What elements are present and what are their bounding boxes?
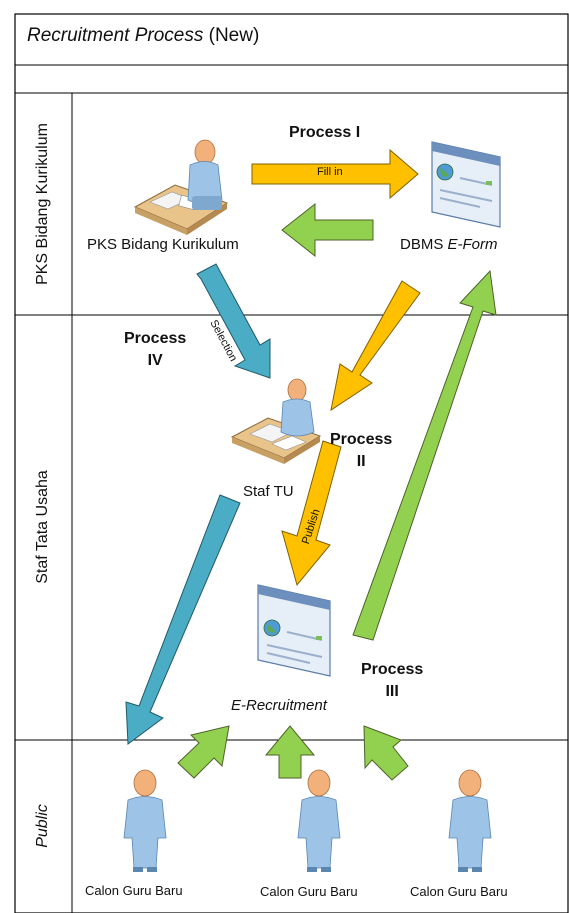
process-label-1: Process I	[289, 124, 361, 141]
process-3-line2: III	[385, 683, 399, 700]
node-label-staf: Staf TU	[243, 483, 294, 500]
lane-label-staf: Staf Tata Usaha	[34, 470, 51, 584]
arrow-label-fill-in: Fill in	[317, 166, 343, 178]
lane-label-public: Public	[34, 804, 51, 848]
node-label-pks: PKS Bidang Kurikulum	[87, 236, 239, 253]
candidate-label-2: Calon Guru Baru	[260, 884, 358, 899]
arrow-staf-to-public	[125, 494, 241, 745]
process-4-line2: IV	[147, 352, 163, 369]
dbms-italic: E-Form	[447, 236, 498, 253]
arrow-return-to-pks	[281, 202, 374, 258]
process-2-line2: II	[356, 453, 366, 470]
lane-label-pks: PKS Bidang Kurikulum	[34, 123, 51, 285]
diagram-frame	[14, 13, 569, 913]
arrow-fill-in	[251, 148, 419, 200]
arrow-candidate3-up	[363, 725, 409, 781]
dbms-prefix: DBMS	[400, 236, 444, 253]
process-2-line1: Process	[330, 431, 393, 448]
candidate-label-1: Calon Guru Baru	[85, 883, 183, 898]
title-italic: Recruitment Process	[27, 25, 204, 46]
arrow-candidate2-up	[264, 725, 316, 779]
candidate-person-icon	[123, 769, 167, 872]
title-suffix: (New)	[208, 25, 260, 46]
arrow-dbms-to-staf	[330, 280, 421, 412]
web-portal-window-icon	[257, 584, 331, 677]
process-3-line1: Process	[361, 661, 424, 678]
process-4-line1: Process	[124, 330, 187, 347]
web-form-window-icon	[431, 141, 501, 228]
staff-at-desk-icon	[230, 378, 322, 464]
candidate-label-3: Calon Guru Baru	[410, 884, 508, 899]
arrow-candidate1-up	[177, 725, 230, 779]
candidate-person-icon	[297, 769, 341, 872]
arrow-publish	[281, 440, 342, 587]
diagram-title: Recruitment Process (New)	[27, 25, 259, 47]
node-label-erecruitment: E-Recruitment	[231, 697, 327, 714]
candidate-person-icon	[448, 769, 492, 872]
arrow-selection	[196, 263, 271, 379]
person-at-desk-icon	[133, 139, 229, 235]
node-label-dbms: DBMS E-Form	[400, 236, 498, 253]
arrow-erecruit-to-dbms	[352, 269, 497, 641]
